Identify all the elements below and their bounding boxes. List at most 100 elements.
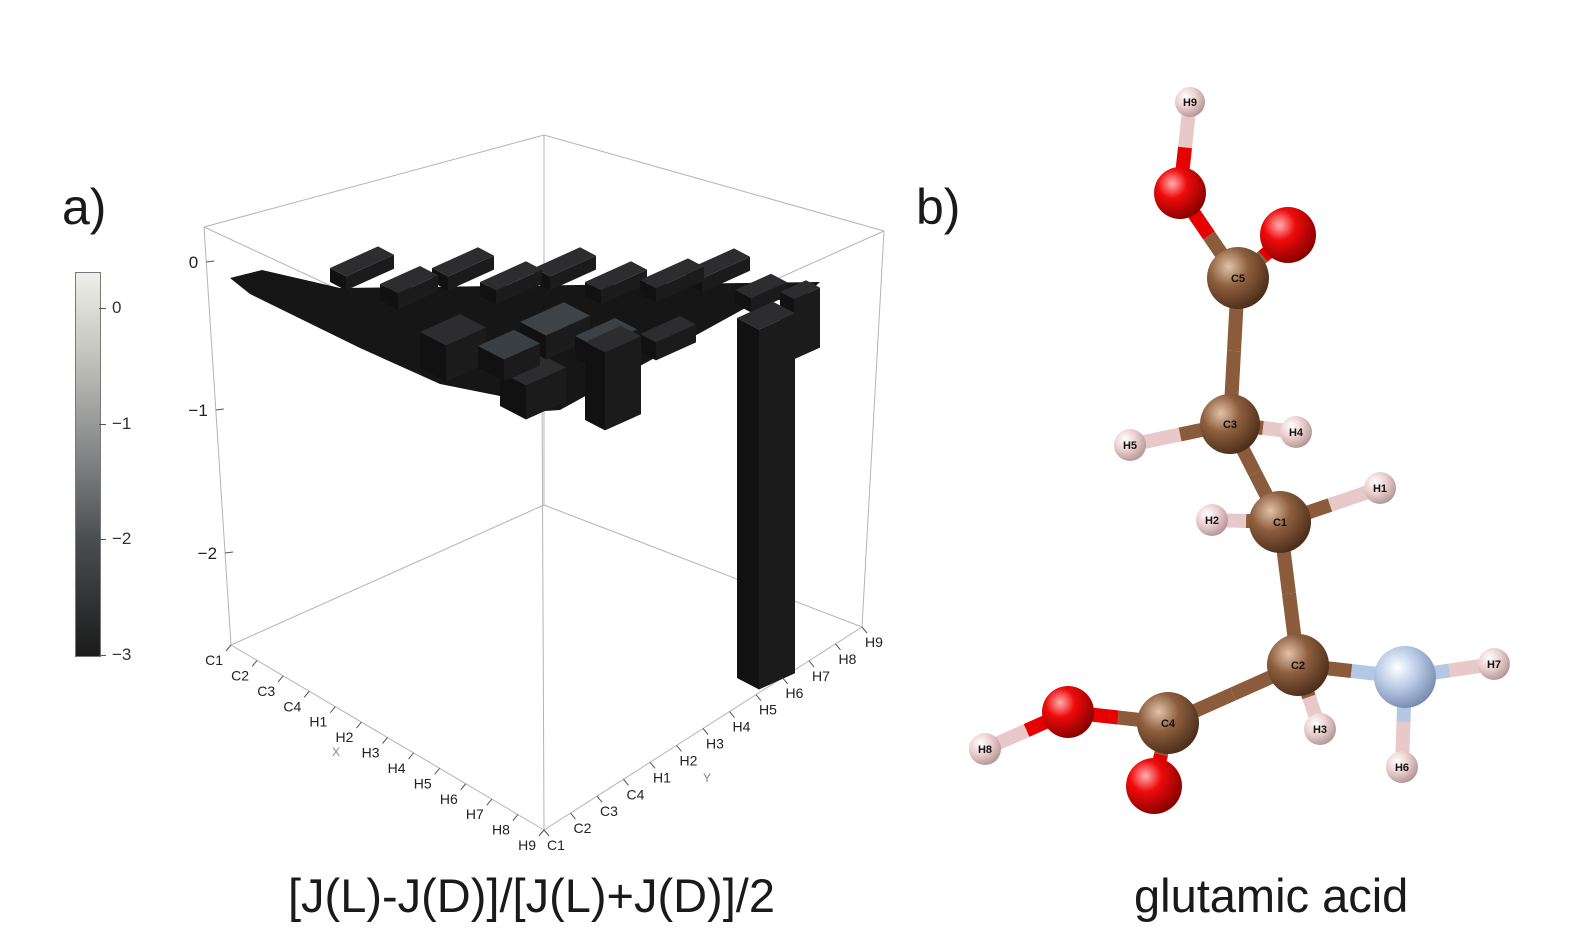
atom-sphere — [1280, 416, 1312, 448]
colorbar-tick — [99, 539, 106, 540]
bar-face-top — [640, 258, 704, 289]
atom-h5: H5 — [1114, 429, 1146, 461]
x-tick — [356, 721, 362, 729]
y-tick — [835, 643, 841, 651]
bar-face-left — [585, 282, 601, 305]
y-tick-label: H5 — [759, 702, 777, 718]
y-tick-label: C2 — [574, 820, 592, 836]
atom-h8: H8 — [969, 733, 1001, 765]
atom-sphere — [1478, 648, 1510, 680]
bar-face-right — [702, 256, 750, 293]
bar — [380, 266, 438, 310]
atom-sphere — [1200, 394, 1260, 454]
atom-label: C1 — [1273, 517, 1287, 529]
x-tick-label: C1 — [205, 652, 223, 668]
bar-face-left — [737, 318, 759, 690]
atom-sphere — [1126, 758, 1182, 814]
x-tick-label: H3 — [362, 745, 380, 761]
panel-a-label: a) — [62, 179, 107, 235]
x-tick-label: H9 — [518, 837, 536, 853]
x-tick — [434, 768, 441, 775]
bar-face-left — [380, 284, 398, 310]
bar — [500, 354, 566, 420]
atom-h3: H3 — [1304, 713, 1336, 745]
atom-o — [1154, 167, 1206, 219]
y-tick — [623, 778, 629, 786]
bar — [585, 261, 647, 305]
atom-sphere — [1364, 472, 1396, 504]
atom-sphere — [1114, 429, 1146, 461]
caption-a: [J(L)-J(D)]/[J(L)+J(D)]/2 — [288, 869, 775, 922]
y-tick-label: H4 — [733, 719, 751, 735]
bar-face-left — [500, 372, 526, 420]
atom-label: H4 — [1289, 427, 1304, 439]
y-axis-label: Y — [703, 771, 711, 785]
bar-face-right — [601, 269, 647, 305]
atom-h6: H6 — [1386, 751, 1418, 783]
bar-face-top — [534, 247, 596, 277]
y-tick — [596, 795, 603, 803]
z-tick-label: −1 — [188, 401, 207, 420]
atom-o — [1042, 686, 1094, 738]
atom-label: H5 — [1123, 440, 1137, 452]
atom-sphere — [1042, 686, 1094, 738]
box-edge — [203, 134, 545, 228]
bar — [640, 258, 704, 303]
atom-label: C2 — [1291, 660, 1305, 672]
y-tick — [861, 626, 868, 634]
axis-labels: C1C2C3C4H1H2H3H4H5H6H7H8H9XC1C2C3C4H1H2H… — [188, 253, 883, 853]
x-tick-label: H4 — [388, 760, 406, 776]
bar-face-right — [504, 343, 540, 382]
x-tick — [251, 660, 258, 667]
atom-c4: C4 — [1137, 692, 1199, 754]
atom-c3: C3 — [1200, 394, 1260, 454]
atom-label: H1 — [1373, 483, 1387, 495]
x-tick — [408, 752, 414, 760]
box-edge — [203, 226, 232, 646]
x-axis-label: X — [332, 745, 340, 759]
bar-face-top — [432, 247, 494, 277]
atom-sphere — [1196, 504, 1228, 536]
bar-face-top — [780, 280, 820, 300]
x-tick — [225, 644, 232, 652]
x-tick — [303, 690, 310, 698]
colorbar-tick-label: −3 — [112, 645, 132, 664]
bar — [480, 261, 542, 305]
z-tick-label: 0 — [189, 253, 198, 272]
y-tick — [782, 677, 788, 685]
x-tick-label: H6 — [440, 791, 458, 807]
bar-face-left — [640, 334, 656, 361]
x-tick-label: H7 — [466, 806, 484, 822]
atom-label: C3 — [1223, 419, 1237, 431]
bar-face-right — [398, 275, 438, 310]
atom-c2: C2 — [1267, 634, 1329, 696]
bar-face-top — [420, 314, 486, 346]
y-tick-label: C1 — [547, 837, 565, 853]
bar-face-right — [794, 287, 820, 360]
bar-face-top — [500, 354, 566, 386]
bar-face-top — [585, 325, 641, 353]
bar — [432, 247, 494, 291]
atom-h1: H1 — [1364, 472, 1396, 504]
y-tick-label: H1 — [653, 769, 671, 785]
bar-face-right — [751, 282, 787, 313]
bar-face-right — [526, 367, 566, 420]
bar-face-left — [735, 290, 751, 313]
x-tick-label: H1 — [309, 714, 327, 730]
panel-b-label: b) — [916, 179, 961, 235]
bar-chart-3d: C1C2C3C4H1H2H3H4H5H6H7H8H9XC1C2C3C4H1H2H… — [188, 134, 885, 853]
bar — [330, 246, 394, 291]
x-tick-label: C2 — [231, 667, 249, 683]
bar-face-right — [605, 336, 641, 431]
atom-h7: H7 — [1478, 648, 1510, 680]
colorbar-tick-label: −2 — [112, 529, 132, 548]
colorbar — [75, 272, 101, 657]
x-tick — [538, 829, 545, 837]
box-edge — [541, 383, 545, 831]
x-tick — [460, 783, 467, 791]
y-tick — [702, 728, 709, 735]
bar-face-top — [380, 266, 438, 294]
atom-label: H2 — [1205, 515, 1219, 527]
